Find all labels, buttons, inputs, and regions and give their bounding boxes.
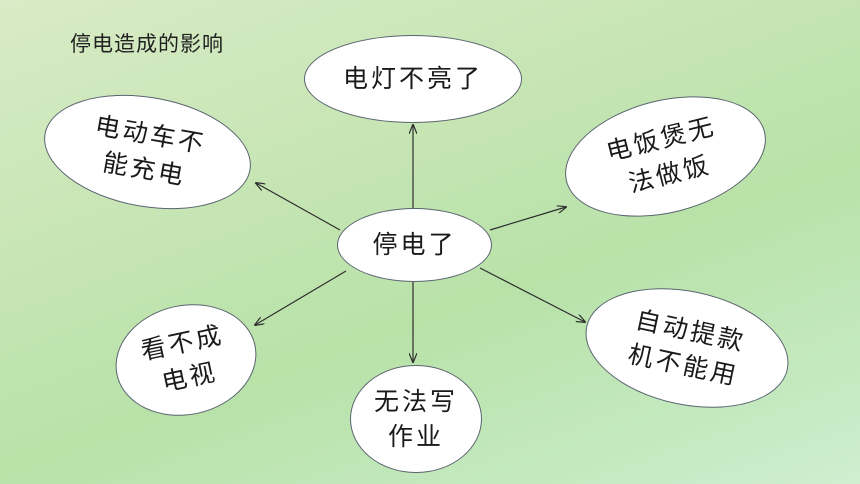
arrow-to-bottom-left — [255, 270, 347, 325]
arrow-to-bottom-right — [479, 267, 585, 322]
node-bottom-line2: 作业 — [387, 422, 444, 451]
center-node: 停电了 — [337, 208, 492, 282]
node-bottom-line1: 无法写 — [373, 386, 458, 416]
center-node-label: 停电了 — [372, 230, 457, 260]
node-top-line1: 电灯不亮了 — [342, 64, 483, 94]
node-top: 电灯不亮了 — [304, 35, 522, 123]
page-title: 停电造成的影响 — [70, 32, 224, 56]
arrow-to-top-left — [256, 183, 341, 231]
node-bottom: 无法写 作业 — [350, 365, 482, 473]
arrow-to-top-right — [489, 207, 566, 231]
